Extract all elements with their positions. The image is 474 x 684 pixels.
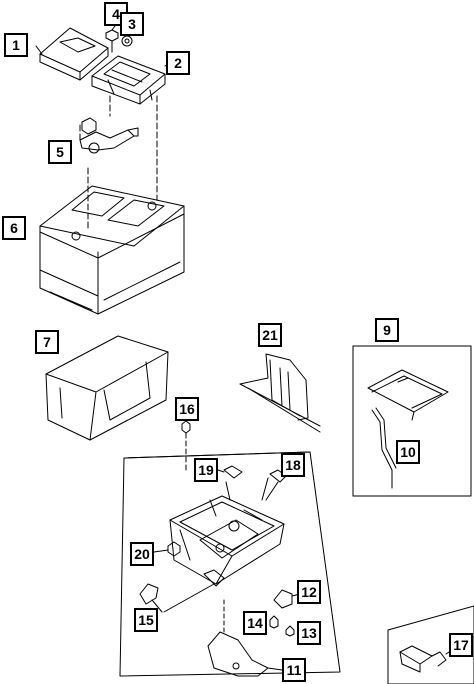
part-16-nut — [181, 420, 191, 471]
callout-11: 11 — [282, 658, 306, 682]
part-21-shield — [239, 353, 321, 433]
part-9-frame — [352, 345, 472, 497]
part-20-fastener — [153, 541, 181, 557]
callout-19: 19 — [194, 458, 218, 482]
part-1-cover — [35, 27, 109, 81]
part-10-rod — [371, 407, 397, 489]
callout-10: 10 — [396, 440, 420, 464]
callout-17: 17 — [449, 633, 473, 657]
part-6-battery — [39, 185, 185, 315]
callout-18: 18 — [281, 453, 305, 477]
part-5-terminal — [79, 117, 139, 154]
callout-6: 6 — [2, 216, 26, 240]
callout-21: 21 — [258, 323, 282, 347]
callout-7: 7 — [35, 330, 59, 354]
tray — [169, 477, 285, 585]
part-19-clip — [217, 465, 243, 479]
callout-1: 1 — [4, 33, 28, 57]
part-11-bracket — [207, 599, 283, 677]
part-7-box — [45, 335, 169, 441]
part-14-13-bolts — [269, 615, 295, 637]
callout-3: 3 — [120, 12, 144, 36]
callout-14: 14 — [243, 611, 267, 635]
part-2-fuse-box — [91, 55, 173, 105]
callout-5: 5 — [48, 140, 72, 164]
callout-9: 9 — [375, 318, 399, 342]
callout-15: 15 — [134, 608, 158, 632]
leader-dashes — [79, 95, 158, 231]
part-15-brackets — [139, 569, 225, 613]
part-9-bracket — [367, 369, 449, 421]
callout-2: 2 — [166, 51, 190, 75]
callout-13: 13 — [297, 621, 321, 645]
callout-12: 12 — [297, 580, 321, 604]
callout-16: 16 — [175, 397, 199, 421]
callout-20: 20 — [130, 542, 154, 566]
